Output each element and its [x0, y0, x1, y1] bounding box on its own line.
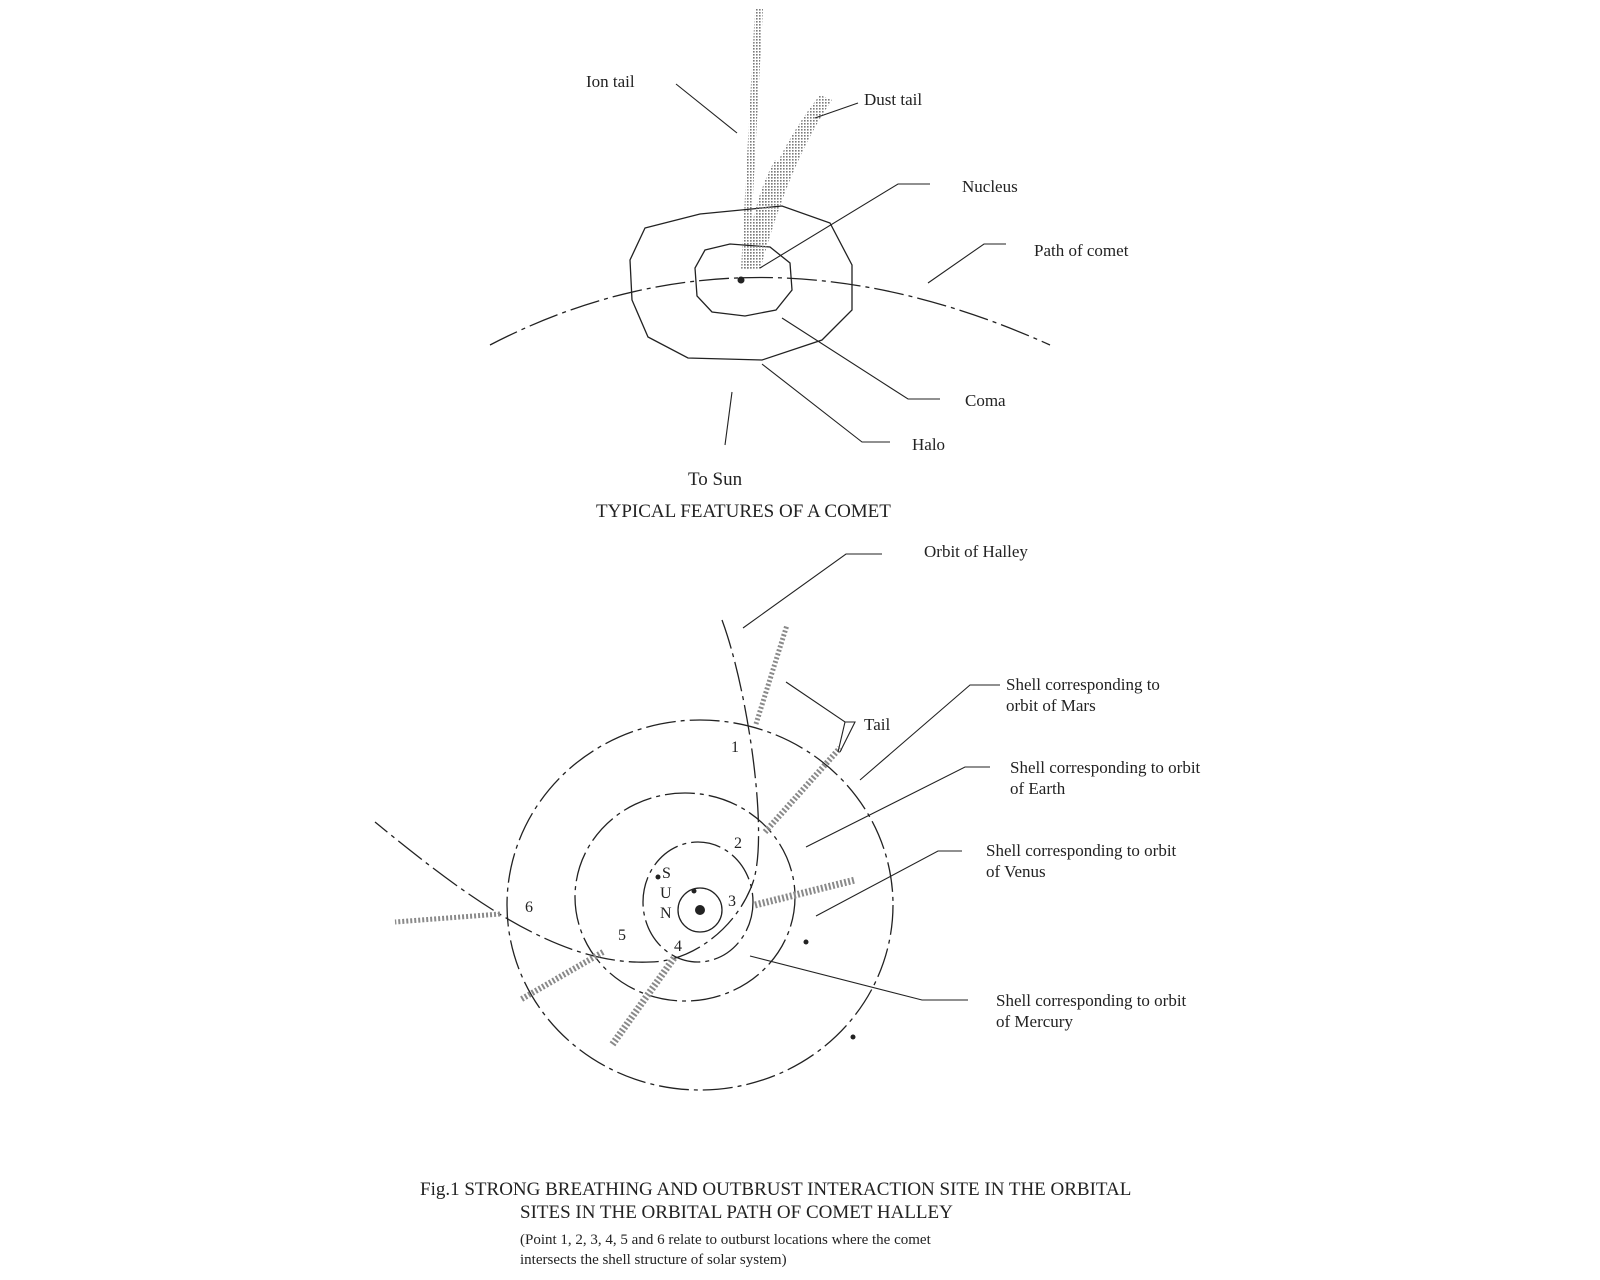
- planet-dot: [803, 939, 809, 945]
- caption-line-1: Fig.1 STRONG BREATHING AND OUTBRUST INTE…: [420, 1179, 1131, 1200]
- mars-shell: [506, 719, 894, 1091]
- earth-shell-label-2: of Earth: [1010, 779, 1066, 798]
- ion-tail-leader: [675, 83, 738, 134]
- halley-orbit-leader: [742, 553, 882, 629]
- halley-orbit-diagram: 1 2 3 4 5 6 S U N Orbit of Halley Tail S…: [374, 542, 1201, 1091]
- sun-dot: [695, 905, 705, 915]
- earth-shell-label-1: Shell corresponding to orbit: [1010, 758, 1201, 777]
- ion-tail-label: Ion tail: [586, 72, 635, 91]
- earth-leader: [805, 766, 990, 848]
- point-label-5: 5: [618, 927, 626, 944]
- halo-leader: [761, 363, 890, 443]
- dust-tail-inner: [745, 160, 782, 270]
- tail-point-5: [518, 949, 605, 1003]
- earth-shell: [574, 792, 796, 1002]
- halo-label: Halo: [912, 435, 945, 454]
- caption-line-2: SITES IN THE ORBITAL PATH OF COMET HALLE…: [520, 1202, 953, 1223]
- caption-note-1: (Point 1, 2, 3, 4, 5 and 6 relate to out…: [520, 1232, 932, 1248]
- point-label-1: 1: [731, 739, 739, 756]
- mercury-shell-label-2: of Mercury: [996, 1012, 1073, 1031]
- figure-caption: Fig.1 STRONG BREATHING AND OUTBRUST INTE…: [420, 1179, 1131, 1268]
- planet-dot: [655, 874, 661, 880]
- comet-features-diagram: Ion tail Dust tail Nucleus Path of comet…: [489, 8, 1129, 522]
- venus-shell: [642, 841, 754, 963]
- path-leader: [927, 243, 1006, 284]
- tail-point-4: [609, 955, 677, 1048]
- mercury-leader: [749, 955, 968, 1001]
- mars-shell-label-1: Shell corresponding to: [1006, 675, 1160, 694]
- point-label-6: 6: [525, 899, 533, 916]
- tail-leader-lower: [837, 721, 846, 753]
- venus-leader: [815, 850, 962, 917]
- planet-dot: [691, 888, 697, 894]
- halo-outline: [629, 205, 853, 361]
- tail-label: Tail: [864, 715, 890, 734]
- mars-shell-label-2: orbit of Mars: [1006, 696, 1096, 715]
- to-sun-line: [724, 391, 733, 446]
- nucleus-label: Nucleus: [962, 177, 1018, 196]
- tail-point-2: [762, 746, 843, 834]
- dust-tail-leader: [814, 102, 859, 119]
- orbit-of-halley-label: Orbit of Halley: [924, 542, 1028, 561]
- venus-shell-label-1: Shell corresponding to orbit: [986, 841, 1177, 860]
- sun-letter: U: [660, 885, 672, 902]
- dust-tail-label: Dust tail: [864, 90, 922, 109]
- mercury-shell-label-1: Shell corresponding to orbit: [996, 991, 1187, 1010]
- tail-point-3: [754, 876, 856, 909]
- dust-tail: [745, 95, 832, 270]
- tail-point-6: [394, 911, 501, 925]
- ion-tail: [741, 8, 763, 270]
- nucleus-leader: [759, 183, 930, 269]
- sun-letter: N: [660, 905, 672, 922]
- nucleus-dot: [737, 276, 745, 284]
- point-label-3: 3: [728, 893, 736, 910]
- point-label-2: 2: [734, 835, 742, 852]
- halley-orbit-path: [374, 619, 760, 963]
- mercury-shell: [677, 887, 723, 933]
- comet-path-arc: [489, 276, 1051, 346]
- top-diagram-title: TYPICAL FEATURES OF A COMET: [596, 501, 891, 522]
- coma-leader: [781, 317, 940, 400]
- tail-leader: [785, 681, 856, 753]
- mars-leader: [859, 684, 1000, 781]
- coma-label: Coma: [965, 391, 1006, 410]
- sun-letter: S: [662, 865, 671, 882]
- point-label-4: 4: [674, 938, 682, 955]
- path-of-comet-label: Path of comet: [1034, 241, 1129, 260]
- caption-note-2: intersects the shell structure of solar …: [520, 1252, 787, 1268]
- planet-dot: [850, 1034, 856, 1040]
- venus-shell-label-2: of Venus: [986, 862, 1046, 881]
- to-sun-label: To Sun: [688, 469, 743, 490]
- tail-point-1: [753, 624, 790, 725]
